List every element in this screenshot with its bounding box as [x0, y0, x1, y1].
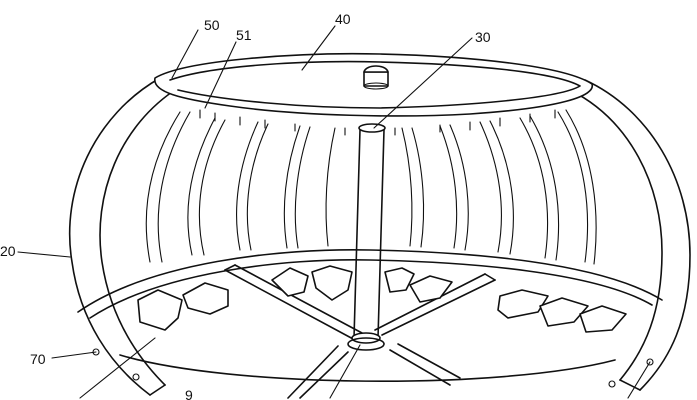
paddle-blades — [137, 265, 627, 333]
label-30: 30 — [475, 29, 491, 45]
label-40: 40 — [335, 11, 351, 27]
leader-lines — [17, 25, 651, 399]
label-70: 70 — [30, 351, 46, 367]
central-shaft — [347, 123, 386, 351]
label-20: 20 — [0, 243, 16, 259]
base-ring — [77, 249, 663, 382]
louvre-blades — [145, 109, 597, 265]
label-50: 50 — [204, 17, 220, 33]
label-51: 51 — [236, 27, 252, 43]
top-cap — [154, 52, 593, 117]
cross-braces — [224, 264, 496, 399]
label-9: 9 — [185, 387, 193, 400]
outer-frame-arms — [68, 77, 691, 396]
reference-labels: 50 51 40 30 20 70 9 — [0, 11, 491, 400]
rivet-tabs — [199, 109, 556, 136]
